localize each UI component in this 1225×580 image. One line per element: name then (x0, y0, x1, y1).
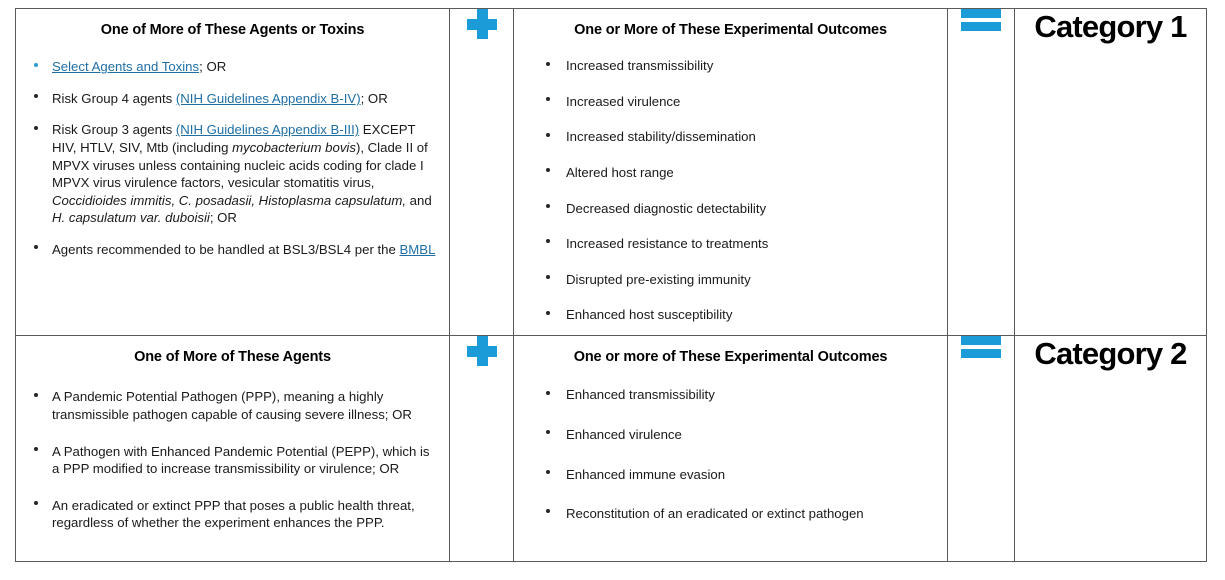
nih-guidelines-appendix-b-iii-link[interactable]: (NIH Guidelines Appendix B-III) (175, 122, 360, 138)
bullet-icon (546, 203, 550, 208)
list-item-text: A Pathogen with Enhanced Pandemic Potent… (52, 443, 430, 477)
list-item-text: Risk Group 4 agents (52, 90, 176, 106)
bullet-icon (546, 132, 550, 137)
list-item: Reconstitution of an eradicated or extin… (540, 505, 935, 523)
list-item: Enhanced host susceptibility (540, 306, 935, 324)
bullet-icon (546, 275, 550, 280)
outcomes-list-row2: Enhanced transmissibility Enhanced virul… (526, 386, 935, 522)
bullet-icon (34, 392, 38, 397)
bullet-icon (34, 62, 38, 67)
outcomes-cell-row1: One or More of These Experimental Outcom… (513, 7, 948, 337)
bullet-icon (546, 430, 550, 435)
equals-icon (961, 336, 1001, 359)
list-item-text: Increased transmissibility (566, 58, 714, 74)
agents-cell-row2: One of More of These Agents A Pandemic P… (15, 335, 450, 562)
list-item: Increased resistance to treatments (540, 235, 935, 253)
species-name-italic: H. capsulatum var. duboisii (52, 210, 210, 226)
list-item-text: Agents recommended to be handled at BSL3… (52, 241, 400, 257)
list-item-text: Enhanced virulence (566, 426, 682, 442)
select-agents-and-toxins-link[interactable]: Select Agents and Toxins (52, 59, 200, 75)
list-item: Increased stability/dissemination (540, 128, 935, 146)
list-item-text: A Pandemic Potential Pathogen (PPP), mea… (52, 389, 412, 422)
species-name-italic: Coccidioides immitis, C. posadasii, Hist… (52, 192, 406, 208)
agents-list-row1: Select Agents and Toxins; OR Risk Group … (28, 58, 437, 258)
list-item: Decreased diagnostic detectability (540, 200, 935, 218)
list-item-text: ; OR (360, 90, 388, 106)
outcomes-column-title-row1: One or More of These Experimental Outcom… (574, 22, 887, 38)
bullet-icon (546, 97, 550, 102)
list-item-text: Enhanced host susceptibility (566, 307, 733, 323)
list-item-text: Increased resistance to treatments (566, 236, 769, 252)
list-item-text: Decreased diagnostic detectability (566, 200, 767, 216)
list-item-text: Increased stability/dissemination (566, 129, 756, 145)
equals-operator-cell-row2 (947, 335, 1015, 562)
species-name-italic: mycobacterium bovis (232, 140, 356, 156)
list-item: Disrupted pre-existing immunity (540, 271, 935, 289)
bullet-icon (546, 239, 550, 244)
agents-column-title-row1: One of More of These Agents or Toxins (100, 22, 365, 38)
equals-operator-cell-row1 (947, 7, 1015, 337)
list-item-text: Reconstitution of an eradicated or extin… (566, 506, 864, 522)
list-item-text: Disrupted pre-existing immunity (566, 271, 751, 287)
list-item-text: An eradicated or extinct PPP that poses … (52, 497, 415, 531)
outcomes-column-title-row2: One or more of These Experimental Outcom… (573, 349, 888, 366)
bullet-icon (34, 446, 38, 451)
list-item: Select Agents and Toxins; OR (28, 58, 437, 76)
category-cell-row2: Category 2 (1014, 335, 1207, 562)
table-row: One of More of These Agents A Pandemic P… (15, 335, 1207, 562)
list-item: Increased virulence (540, 93, 935, 111)
list-item: Risk Group 3 agents (NIH Guidelines Appe… (28, 121, 437, 226)
table-body: One of More of These Agents or Toxins Se… (15, 7, 1207, 562)
bullet-icon (546, 509, 550, 514)
table-row: One of More of These Agents or Toxins Se… (15, 7, 1207, 337)
nih-guidelines-appendix-b-iv-link[interactable]: (NIH Guidelines Appendix B-IV) (175, 90, 361, 106)
list-item: Enhanced virulence (540, 426, 935, 444)
list-item-text: EXCEPT HIV, HTLV, SIV, Mtb (including (52, 122, 416, 156)
bmbl-link[interactable]: BMBL (399, 241, 436, 257)
plus-icon (466, 336, 497, 367)
list-item-text: ; OR (209, 210, 237, 226)
plus-operator-cell-row2 (449, 335, 514, 562)
agents-list-row2: A Pandemic Potential Pathogen (PPP), mea… (28, 388, 437, 531)
list-item-text: Risk Group 3 agents (52, 122, 176, 138)
bullet-icon (546, 310, 550, 315)
list-item: Risk Group 4 agents (NIH Guidelines Appe… (28, 90, 437, 108)
list-item: An eradicated or extinct PPP that poses … (28, 497, 437, 532)
list-item: Increased transmissibility (540, 57, 935, 75)
bullet-icon (34, 500, 38, 505)
category-cell-row1: Category 1 (1014, 7, 1207, 337)
list-item-text: Altered host range (566, 165, 674, 181)
agents-column-title-row2: One of More of These Agents (134, 349, 331, 366)
bullet-icon (34, 125, 38, 130)
list-item: Agents recommended to be handled at BSL3… (28, 241, 437, 259)
bullet-icon (34, 245, 38, 250)
outcomes-list-row1: Increased transmissibility Increased vir… (526, 57, 935, 323)
plus-icon (466, 9, 497, 39)
list-item-text: and (406, 192, 432, 208)
outcomes-cell-row2: One or more of These Experimental Outcom… (513, 335, 948, 562)
list-item-text: Enhanced transmissibility (566, 387, 715, 403)
equals-icon (961, 9, 1001, 32)
list-item: A Pandemic Potential Pathogen (PPP), mea… (28, 388, 437, 423)
list-item: Enhanced transmissibility (540, 386, 935, 404)
list-item: Altered host range (540, 164, 935, 182)
plus-operator-cell-row1 (449, 7, 514, 337)
list-item-text: ; OR (199, 59, 227, 75)
bullet-icon (546, 61, 550, 66)
list-item-text: Enhanced immune evasion (566, 466, 726, 482)
bullet-icon (34, 94, 38, 99)
list-item-text: Increased virulence (566, 93, 681, 109)
agents-cell-row1: One of More of These Agents or Toxins Se… (15, 7, 450, 337)
category-label: Category 1 (1034, 9, 1187, 44)
bullet-icon (546, 390, 550, 395)
list-item-text: ), Clade II of MPVX viruses unless conta… (52, 140, 428, 191)
category-label: Category 2 (1034, 336, 1187, 372)
bullet-icon (546, 168, 550, 173)
category-criteria-table: One of More of These Agents or Toxins Se… (15, 7, 1207, 562)
list-item: Enhanced immune evasion (540, 466, 935, 484)
bullet-icon (546, 469, 550, 474)
list-item: A Pathogen with Enhanced Pandemic Potent… (28, 443, 437, 478)
